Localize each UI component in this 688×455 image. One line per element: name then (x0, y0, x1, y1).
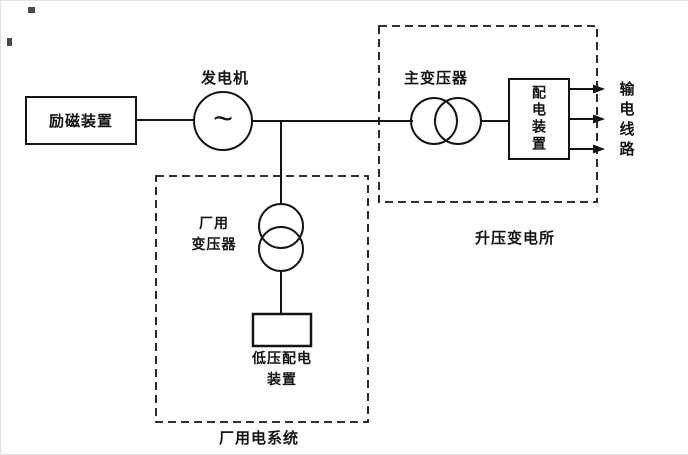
excitation-device-label: 励磁装置 (48, 113, 113, 130)
lv-switchgear-label: 低压配电 装置 (252, 350, 312, 387)
main-transformer-label: 主变压器 (403, 69, 468, 87)
switchgear-label: 配电装置 (531, 85, 547, 153)
lv-switchgear-box-outline (251, 312, 313, 348)
generator-circle (193, 91, 253, 151)
scan-artifact (7, 38, 12, 46)
substation-dashed-box (378, 25, 598, 203)
plant-transformer-label: 厂用 变压器 (191, 215, 237, 252)
generator-tilde-symbol: ~ (213, 99, 233, 138)
step-up-substation-label: 升压变电所 (474, 229, 555, 247)
scan-artifact (28, 7, 35, 13)
plant-transformer-symbol (258, 203, 304, 272)
plant-system-dashed-box (155, 175, 369, 423)
transmission-lines-label: 输电线路 (617, 81, 635, 161)
plant-power-system-label: 厂用电系统 (218, 429, 299, 447)
transmission-arrows (569, 84, 605, 154)
generator-label: 发电机 (200, 69, 249, 87)
excitation-box-outline (25, 96, 137, 145)
main-transformer-symbol (410, 97, 482, 145)
